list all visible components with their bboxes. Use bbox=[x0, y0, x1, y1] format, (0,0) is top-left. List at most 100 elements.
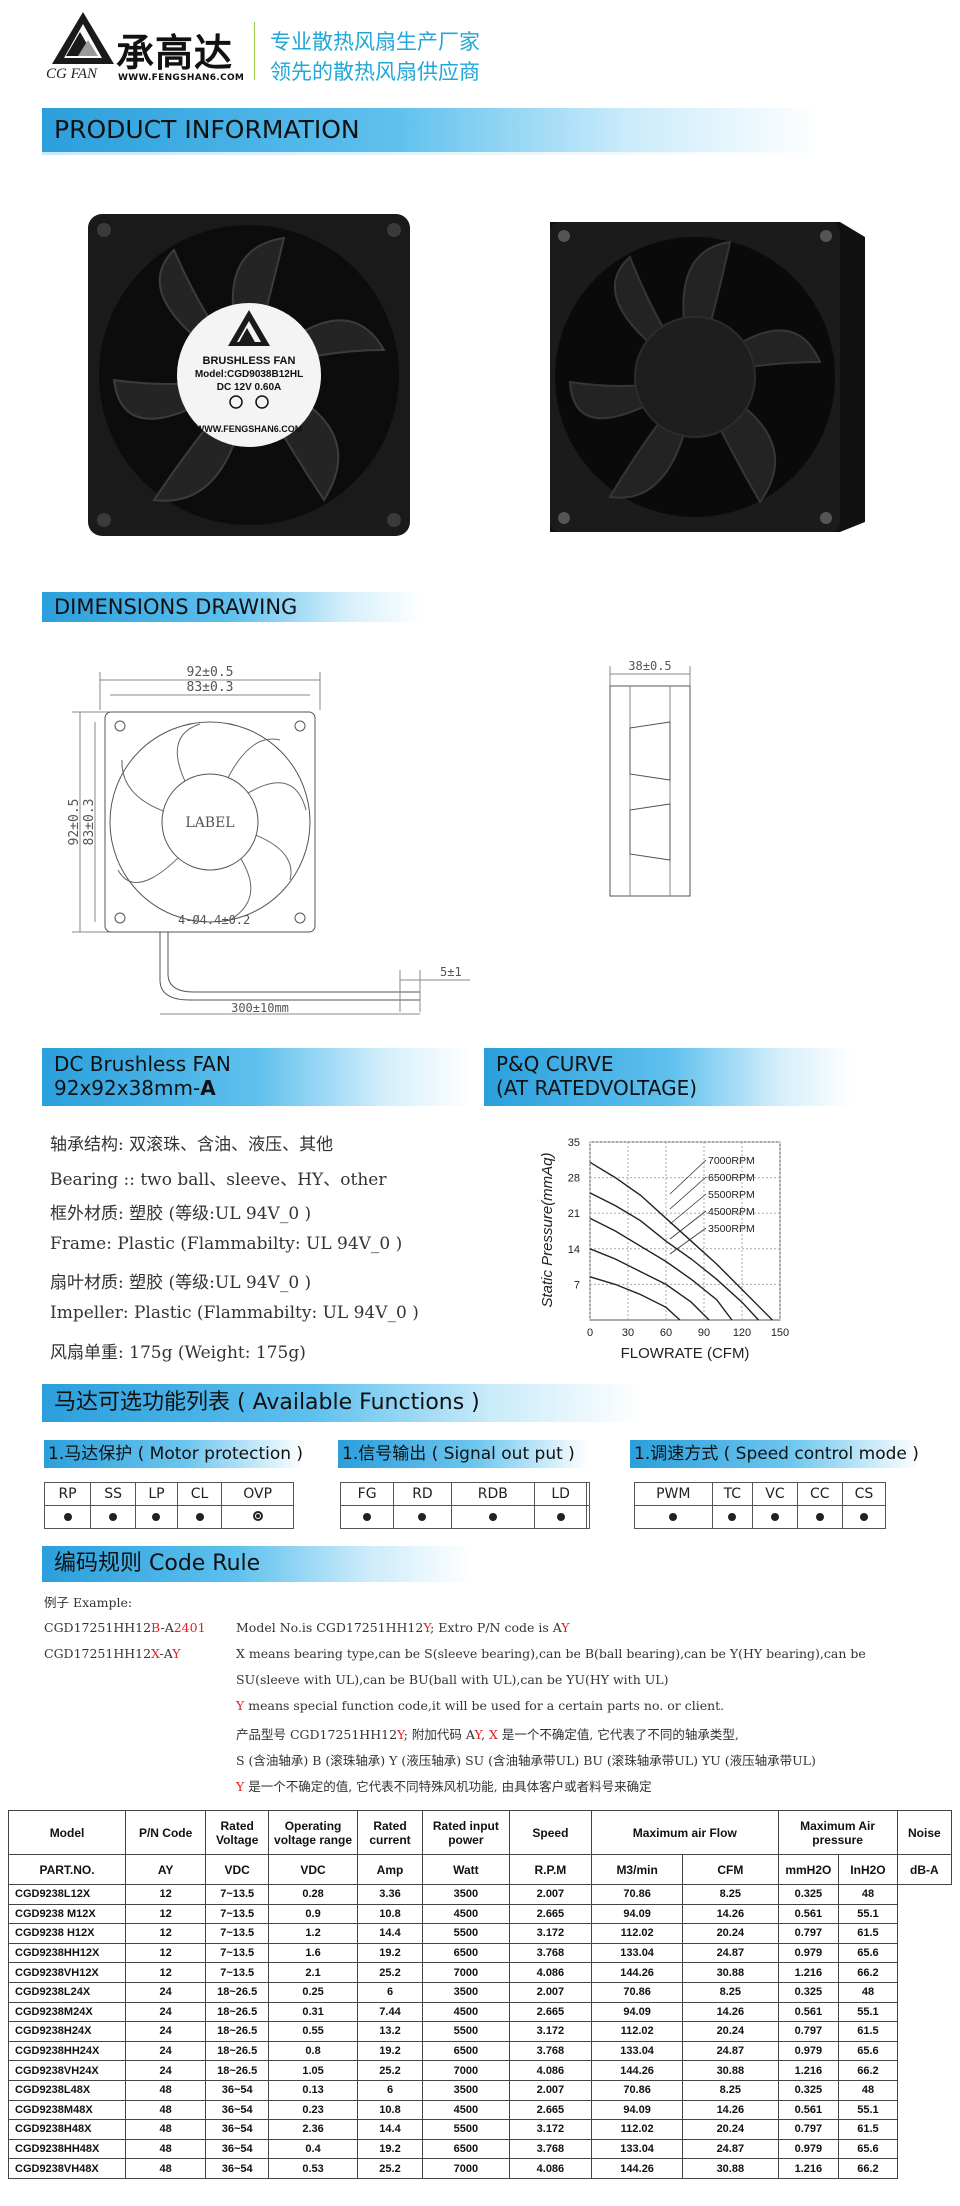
table-cell: 7000 bbox=[422, 2060, 510, 2081]
func-col: LD bbox=[533, 1482, 588, 1506]
table-cell-part-no: CGD9238VH24X bbox=[7, 2060, 127, 2081]
table-cell: 14.26 bbox=[682, 2099, 779, 2121]
dim-width-inner: 83±0.3 bbox=[187, 680, 234, 695]
chart-xtick: 90 bbox=[698, 1327, 710, 1339]
logo-text-en: CG FAN bbox=[46, 66, 97, 82]
func-col: PWM bbox=[634, 1482, 713, 1506]
chart-legend-label: 4500RPM bbox=[708, 1206, 755, 1218]
code-highlight: Y bbox=[236, 1698, 245, 1713]
func-speed-control-table: PWM TC VC CC CS bbox=[634, 1482, 887, 1529]
chart-xtick: 120 bbox=[733, 1327, 751, 1339]
table-cell: 4500 bbox=[422, 2099, 510, 2121]
th-unit: Watt bbox=[422, 1854, 510, 1885]
table-cell: 24.87 bbox=[682, 2138, 779, 2160]
available-dot-icon bbox=[859, 1513, 868, 1521]
table-cell: 24 bbox=[125, 2060, 207, 2081]
dc-fan-size: 92x92x38mm-A bbox=[54, 1076, 472, 1100]
dim-lead-length: 300±10mm bbox=[231, 1001, 289, 1015]
table-cell: 8.25 bbox=[682, 1884, 779, 1905]
table-cell: 24.87 bbox=[682, 1942, 779, 1964]
spec-impeller-cn: 扇叶材质: 塑胶 (等级:UL 94V_0 ) bbox=[50, 1273, 312, 1293]
table-cell: 144.26 bbox=[591, 2060, 684, 2081]
th-model: Model bbox=[7, 1810, 127, 1855]
section-dc-fan: DC Brushless FAN 92x92x38mm-A bbox=[42, 1048, 472, 1106]
th-unit: R.P.M bbox=[508, 1854, 593, 1885]
code-part-highlight: X bbox=[151, 1646, 160, 1661]
table-cell: 19.2 bbox=[356, 2138, 424, 2160]
chart-legend-leader bbox=[669, 1193, 707, 1225]
table-cell: 65.6 bbox=[838, 1942, 898, 1964]
table-cell: 20.24 bbox=[682, 2119, 779, 2140]
code-text: ; 附加代码 A bbox=[403, 1727, 475, 1742]
table-cell: 18~26.5 bbox=[205, 1981, 270, 2003]
table-cell: 0.28 bbox=[268, 1884, 358, 1905]
table-cell-part-no: CGD9238M24X bbox=[7, 2001, 127, 2023]
table-cell: 112.02 bbox=[591, 2021, 684, 2042]
spec-frame-cn: 框外材质: 塑胶 (等级:UL 94V_0 ) bbox=[50, 1204, 312, 1224]
fan-angle-image bbox=[550, 222, 865, 532]
table-cell: 5500 bbox=[422, 1923, 510, 1944]
code-desc-highlight: Y bbox=[561, 1620, 570, 1635]
dc-fan-size-text: 92x92x38mm- bbox=[54, 1076, 201, 1100]
th-unit: mmH2O bbox=[777, 1854, 840, 1885]
table-cell-part-no: CGD9238HH12X bbox=[7, 1942, 127, 1964]
code-part-highlight: Y bbox=[172, 1646, 181, 1661]
code-rule-cn-line2: S (含油轴承) B (滚珠轴承) Y (液压轴承) SU (含油轴承带UL) … bbox=[236, 1753, 816, 1768]
func-col: LP bbox=[135, 1482, 178, 1506]
table-cell: 3.172 bbox=[508, 1923, 593, 1944]
table-cell: 3500 bbox=[422, 1884, 510, 1905]
chart-series-line bbox=[589, 1217, 733, 1321]
table-cell: 1.216 bbox=[777, 2158, 840, 2179]
func-col: CC bbox=[796, 1482, 843, 1506]
chart-legend-label: 5500RPM bbox=[708, 1189, 755, 1201]
table-cell: 4500 bbox=[422, 1903, 510, 1925]
func-col: VC bbox=[752, 1482, 798, 1506]
dim-height-outer: 92±0.5 bbox=[67, 799, 82, 846]
table-cell: 36~54 bbox=[205, 2158, 270, 2179]
code-rule-cn-line3: Y 是一个不确定的值, 它代表不同特殊风机功能, 由具体客户或者料号来确定 bbox=[236, 1776, 652, 1795]
chart-xtick: 60 bbox=[660, 1327, 672, 1339]
func-col: TC bbox=[711, 1482, 754, 1506]
table-cell-part-no: CGD9238VH48X bbox=[7, 2158, 127, 2179]
table-cell: 7~13.5 bbox=[205, 1962, 270, 1983]
table-cell: 36~54 bbox=[205, 2138, 270, 2160]
th-unit: VDC bbox=[205, 1854, 270, 1885]
chart-ytick: 14 bbox=[568, 1244, 580, 1256]
th-part-no: PART.NO. bbox=[7, 1854, 127, 1885]
table-cell: 65.6 bbox=[838, 2138, 898, 2160]
table-cell: 30.88 bbox=[682, 2158, 779, 2179]
table-cell: 3.172 bbox=[508, 2119, 593, 2140]
table-cell: 10.8 bbox=[356, 1903, 424, 1925]
table-cell: 0.325 bbox=[777, 1884, 840, 1905]
table-cell: 7~13.5 bbox=[205, 1903, 270, 1925]
table-cell: 0.561 bbox=[777, 2099, 840, 2121]
table-cell: 0.53 bbox=[268, 2158, 358, 2179]
table-cell: 1.216 bbox=[777, 1962, 840, 1983]
drawing-label: LABEL bbox=[185, 815, 234, 831]
table-cell: 10.8 bbox=[356, 2099, 424, 2121]
table-cell: 48 bbox=[125, 2158, 207, 2179]
table-cell: 14.4 bbox=[356, 2119, 424, 2140]
chart-series-line bbox=[589, 1248, 710, 1321]
func-col: OVP bbox=[221, 1482, 294, 1506]
table-cell: 55.1 bbox=[838, 1903, 898, 1925]
th-speed: Speed bbox=[508, 1810, 593, 1855]
table-cell: 25.2 bbox=[356, 2060, 424, 2081]
table-cell-part-no: CGD9238L12X bbox=[7, 1884, 127, 1905]
table-cell: 2.665 bbox=[508, 2099, 593, 2121]
table-cell: 1.05 bbox=[268, 2060, 358, 2081]
table-cell: 0.797 bbox=[777, 2119, 840, 2140]
table-cell: 19.2 bbox=[356, 1942, 424, 1964]
table-cell: 14.26 bbox=[682, 2001, 779, 2023]
func-col: RDB bbox=[450, 1482, 535, 1506]
th-unit: Amp bbox=[356, 1854, 424, 1885]
chart-xtick: 0 bbox=[587, 1327, 593, 1339]
table-cell: 94.09 bbox=[591, 1903, 684, 1925]
table-cell: 0.561 bbox=[777, 1903, 840, 1925]
fan-label-line4: WWW.FENGSHAN6.COM bbox=[196, 424, 303, 434]
code-part: CGD17251HH12 bbox=[44, 1620, 152, 1635]
func-signal-output-title: 1.信号输出 ( Signal out put ) bbox=[338, 1440, 588, 1468]
